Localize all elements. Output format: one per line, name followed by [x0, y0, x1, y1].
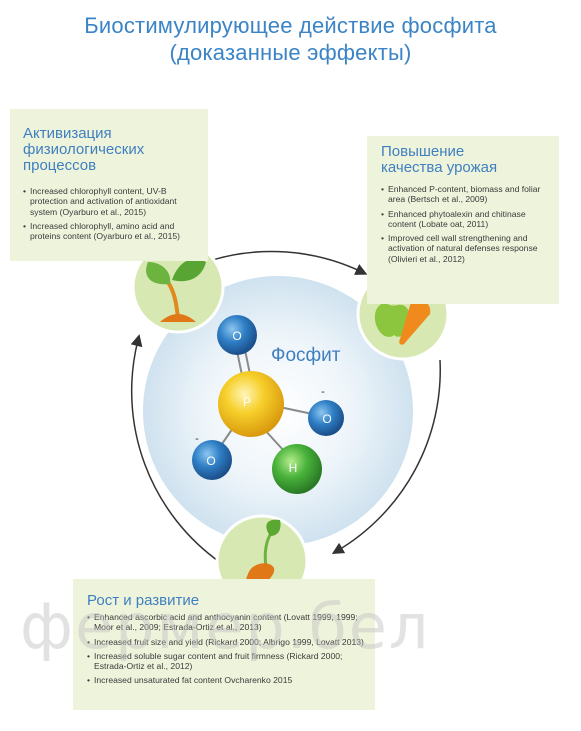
box-quality: Повышение качества урожая Enhanced P-con… — [367, 136, 559, 304]
charge-right: - — [321, 386, 325, 398]
watermark: фермер.бел — [20, 590, 431, 663]
title-line-1: Биостимулирующее действие фосфита — [84, 13, 497, 38]
box-growth-title: Рост и развитие — [87, 593, 367, 609]
box-physiology-list: Increased chlorophyll content, UV-B prot… — [23, 186, 200, 241]
box-physiology-title-3: процессов — [23, 157, 97, 174]
atom-p — [218, 371, 284, 437]
atom-o-left-label: O — [206, 454, 215, 468]
atom-o-top-label: O — [232, 329, 241, 343]
atom-p-label: P — [243, 395, 251, 409]
atom-h-label: H — [289, 461, 298, 475]
atom-o-top — [217, 315, 257, 355]
box-physiology-title: Активизация физиологических процессов — [23, 126, 200, 174]
list-item: Increased chlorophyll content, UV-B prot… — [23, 186, 200, 217]
box-growth-list: Enhanced ascorbic acid and anthocyanin c… — [87, 612, 367, 686]
atom-o-right-label: O — [322, 412, 331, 426]
box-physiology-title-1: Активизация — [23, 125, 112, 142]
arrow-right — [331, 359, 441, 555]
box-quality-list: Enhanced P-content, biomass and foliar a… — [381, 184, 551, 264]
atom-o-left — [192, 440, 232, 480]
list-item: Increased soluble sugar content and frui… — [87, 651, 367, 672]
list-item: Enhanced ascorbic acid and anthocyanin c… — [87, 612, 367, 633]
list-item: Increased unsaturated fat content Ovchar… — [87, 675, 367, 686]
atom-o-right — [308, 400, 344, 436]
box-growth: Рост и развитие Enhanced ascorbic acid a… — [73, 579, 375, 710]
list-item: Enhanced phytoalexin and chitinase conte… — [381, 209, 551, 230]
arrow-left — [130, 334, 222, 564]
page-title: Биостимулирующее действие фосфита (доказ… — [0, 12, 581, 66]
atom-h — [272, 444, 322, 494]
list-item: Enhanced P-content, biomass and foliar a… — [381, 184, 551, 205]
title-line-2: (доказанные эффекты) — [169, 40, 412, 65]
box-quality-title-1: Повышение — [381, 143, 465, 160]
charge-left: - — [195, 433, 199, 445]
arrow-top — [208, 250, 368, 275]
box-physiology: Активизация физиологических процессов In… — [10, 109, 208, 261]
box-growth-title-1: Рост и развитие — [87, 592, 200, 609]
phosphite-label: Фосфит — [271, 345, 341, 366]
list-item: Improved cell wall strengthening and act… — [381, 233, 551, 264]
box-physiology-title-2: физиологических — [23, 141, 145, 158]
list-item: Increased fruit size and yield (Rickard … — [87, 637, 367, 648]
list-item: Increased chlorophyll, amino acid and pr… — [23, 221, 200, 242]
box-quality-title: Повышение качества урожая — [381, 144, 551, 176]
box-quality-title-2: качества урожая — [381, 159, 498, 176]
